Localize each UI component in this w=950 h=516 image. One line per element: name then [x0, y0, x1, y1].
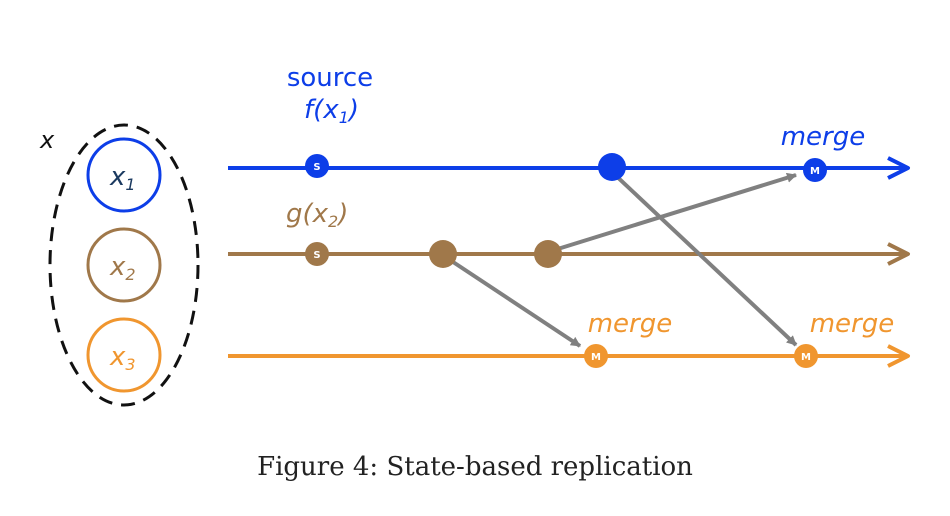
replica-x3-circle: [86, 317, 162, 393]
event-node-x2-source-letter: S: [313, 250, 320, 261]
transfer-arrow-x1-to-x3: [610, 170, 798, 347]
g-function-label: g(x2): [286, 199, 348, 231]
replica-x1-label: x1: [109, 162, 136, 194]
event-node-x1-source-letter: S: [313, 162, 320, 173]
event-node-x3-merge-a-letter: M: [591, 352, 601, 363]
source-label: source: [287, 63, 373, 93]
event-node-x3-merge-a: [584, 344, 608, 368]
replica-group-label: x: [39, 126, 55, 154]
event-node-x1-merge-letter: M: [810, 166, 820, 177]
event-node-x2-source: [305, 242, 329, 266]
event-node-x1-send: [598, 153, 626, 181]
figure-caption: Figure 4: State-based replication: [257, 452, 693, 482]
timeline-x2-arrowhead: [887, 242, 910, 266]
transfer-arrow-x2-to-x1: [547, 172, 797, 254]
timeline-x3-arrowhead: [887, 344, 910, 368]
timeline-x1-arrowhead: [887, 156, 910, 180]
replica-x2-label: x2: [109, 252, 136, 284]
replica-x2-circle: [86, 227, 162, 303]
replica-x1-circle: [86, 137, 162, 213]
event-node-x1-source: [305, 154, 329, 178]
event-node-x2-send-b: [534, 240, 562, 268]
event-node-x3-merge-b: [794, 344, 818, 368]
source-function-label: f(x1): [304, 95, 359, 127]
merge-label-x3-middle: merge: [588, 309, 673, 339]
replica-group-ellipse: [48, 123, 200, 407]
event-node-x2-send-a: [429, 240, 457, 268]
merge-label-x3-right: merge: [810, 309, 895, 339]
replica-x3-label: x3: [109, 342, 136, 374]
event-node-x3-merge-b-letter: M: [801, 352, 811, 363]
merge-label-x1: merge: [781, 122, 866, 152]
event-node-x1-merge: [803, 158, 827, 182]
transfer-arrow-x2-to-x3: [442, 254, 582, 348]
